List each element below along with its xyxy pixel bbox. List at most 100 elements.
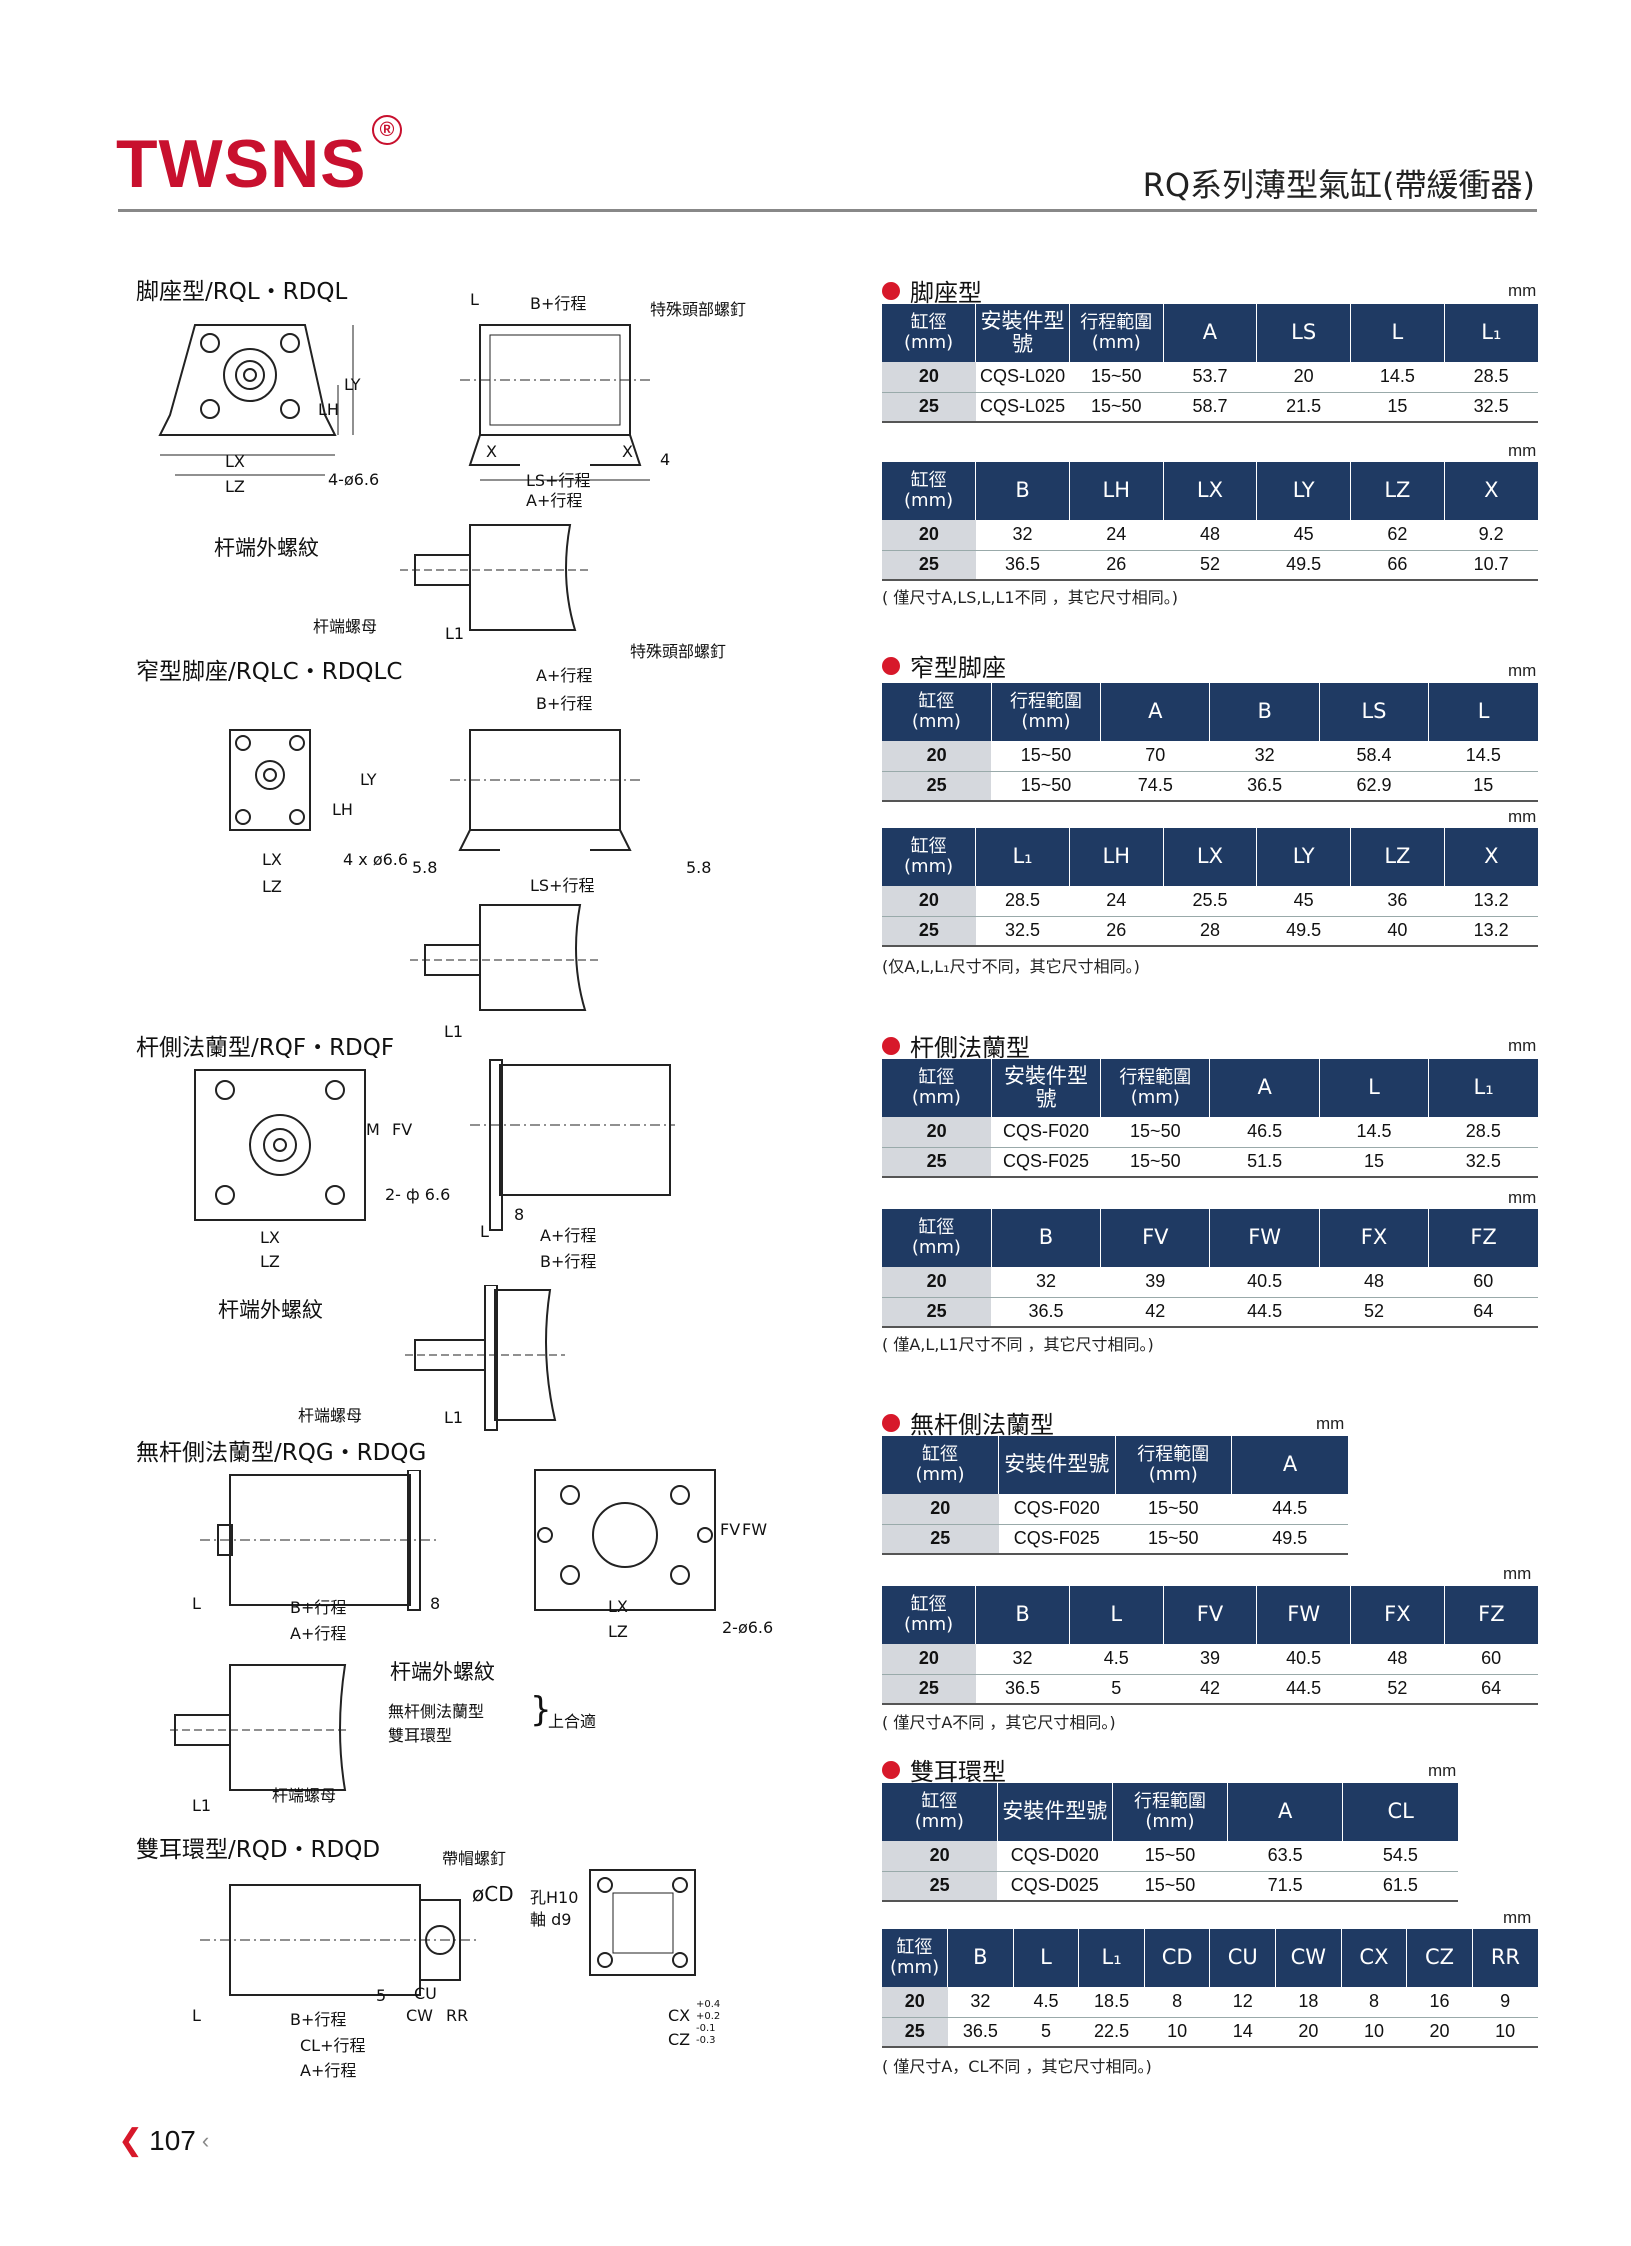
table-cell: 12 <box>1209 1987 1276 2018</box>
table-cell: 26 <box>1069 916 1164 947</box>
column-header: LS <box>1319 683 1430 741</box>
column-header: 缸徑(mm) <box>882 1059 992 1117</box>
table-cell: 15~50 <box>1115 1494 1232 1525</box>
unit-label: mm <box>1508 807 1537 826</box>
table-cell: 61.5 <box>1342 1871 1458 1902</box>
table-cell: 36.5 <box>947 2017 1014 2048</box>
dim-l-flange: L <box>480 1222 489 1241</box>
table-cell: 28.5 <box>1428 1117 1538 1148</box>
column-header: 安裝件型號 <box>991 1059 1102 1117</box>
label-special-bolt-narrow: 特殊頭部螺釘 <box>630 642 727 661</box>
bore-cell: 20 <box>882 520 976 551</box>
table-cell: 71.5 <box>1227 1871 1343 1902</box>
dim-cw: CW <box>406 2006 433 2025</box>
dim-a-stroke-head: A+行程 <box>290 1624 347 1643</box>
table-cell: 74.5 <box>1100 771 1210 802</box>
registered-mark: ® <box>372 115 402 145</box>
table-cell: 44.5 <box>1256 1674 1351 1705</box>
table-cell: 53.7 <box>1163 362 1257 393</box>
bore-cell: 20 <box>882 1494 999 1525</box>
column-header: FV <box>1100 1209 1211 1267</box>
table-note: ( 僅尺寸A,LS,L,L1不同 ，其它尺寸相同。) <box>882 588 1178 607</box>
column-header: LX <box>1163 462 1258 520</box>
dim-a-stroke-flange: A+行程 <box>540 1226 597 1245</box>
column-header: CU <box>1209 1929 1277 1987</box>
column-header: LZ <box>1350 462 1445 520</box>
column-header: FZ <box>1444 1586 1538 1644</box>
column-header: 行程範圍(mm) <box>1115 1436 1232 1494</box>
column-header: X <box>1444 462 1538 520</box>
dim-cz-tol-up: -0.1 <box>696 2023 716 2034</box>
table-cell: 10 <box>1144 2017 1210 2048</box>
label-rod-nut-flange: 杆端螺母 <box>298 1406 363 1425</box>
bullet-icon <box>882 1760 900 1779</box>
table-cell: 20 <box>1406 2017 1473 2048</box>
bore-cell: 25 <box>882 1524 999 1555</box>
dim-58-right: 5.8 <box>686 858 712 877</box>
table-cell: 32.5 <box>1428 1147 1538 1178</box>
table-cell: 36.5 <box>991 1297 1101 1328</box>
column-header: LS <box>1256 304 1352 362</box>
bore-cell: 20 <box>882 1267 992 1298</box>
bore-cell: 25 <box>882 1297 992 1328</box>
column-header: RR <box>1472 1929 1538 1987</box>
label-pin-bolt: 帶帽螺釘 <box>442 1849 507 1868</box>
drawing-label-rod-flange: 杆側法蘭型/RQF・RDQF <box>136 1035 395 1061</box>
label-rod-thread-flange: 杆端外螺紋 <box>218 1298 323 1322</box>
dim-fv-head: FV <box>720 1520 741 1539</box>
column-header: B <box>991 1209 1102 1267</box>
bullet-icon <box>882 281 900 300</box>
table-cell: 45 <box>1256 520 1351 551</box>
table-cell: 15~50 <box>1100 1117 1210 1148</box>
drawing-rod-flange-side <box>470 1059 675 1231</box>
table-cell: 62 <box>1350 520 1445 551</box>
bore-cell: 25 <box>882 1871 998 1902</box>
bore-cell: 20 <box>882 886 976 917</box>
dim-8-head: 8 <box>430 1594 441 1613</box>
table-cell: 36.5 <box>1209 771 1320 802</box>
column-header: 缸徑(mm) <box>882 462 977 520</box>
label-rod-nut-head: 杆端螺母 <box>272 1786 337 1805</box>
section-title-narrow: 窄型脚座 <box>882 648 1006 683</box>
column-header: B <box>975 462 1070 520</box>
table-cell: 44.5 <box>1231 1494 1348 1525</box>
dim-lx: LX <box>225 452 245 471</box>
table-cell: 48 <box>1163 520 1257 551</box>
dim-lz: LZ <box>225 477 245 496</box>
drawing-clevis-end <box>589 1869 696 1976</box>
column-header: LH <box>1069 462 1164 520</box>
dim-ls-stroke-narrow: LS+行程 <box>530 876 595 895</box>
table-cell: 10.7 <box>1444 550 1538 581</box>
column-header: L₁ <box>1078 1929 1145 1987</box>
dim-b-stroke-foot: B+行程 <box>530 294 587 313</box>
dim-fw-head: FW <box>742 1520 768 1539</box>
table-cell: 4.5 <box>1069 1644 1164 1675</box>
dim-lx-flange: LX <box>260 1228 280 1247</box>
table-cell: 44.5 <box>1209 1297 1320 1328</box>
table-cell: 14 <box>1209 2017 1276 2048</box>
table-cell: 14.5 <box>1319 1117 1429 1148</box>
column-header: LH <box>1069 828 1164 886</box>
bore-cell: 25 <box>882 2017 948 2048</box>
table-note: (仅A,L,L₁尺寸不同，其它尺寸相同。) <box>882 957 1140 976</box>
drawing-head-flange-front <box>534 1469 716 1611</box>
table-cell: 15~50 <box>1069 362 1164 393</box>
table-cell: 15~50 <box>1112 1841 1228 1872</box>
table-cell: 48 <box>1319 1267 1429 1298</box>
table-cell: 39 <box>1100 1267 1210 1298</box>
table-cell: 39 <box>1163 1644 1257 1675</box>
table-cell: 52 <box>1319 1297 1429 1328</box>
table-cell: 45 <box>1256 886 1351 917</box>
table-cell: 49.5 <box>1231 1524 1348 1555</box>
table-cell: 32 <box>975 520 1070 551</box>
